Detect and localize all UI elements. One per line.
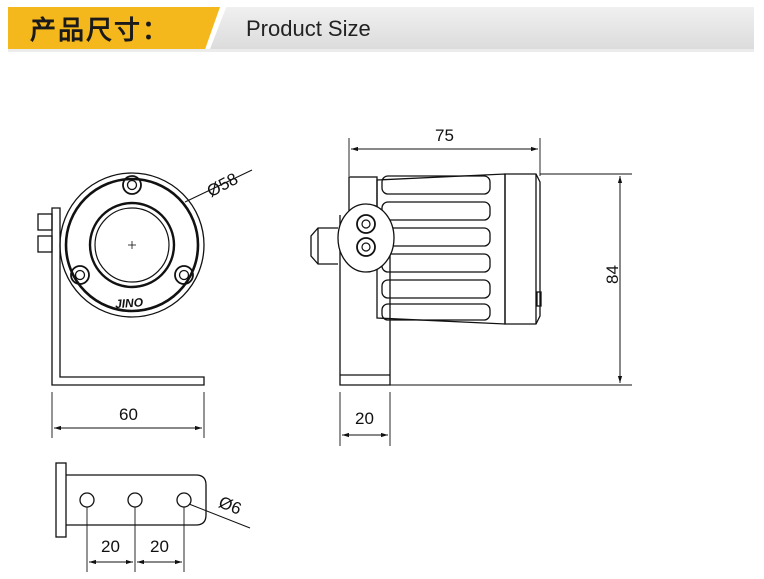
hole-1 bbox=[79, 492, 95, 508]
front-lens-outer bbox=[88, 201, 176, 289]
hole-3 bbox=[176, 492, 192, 508]
front-mid-ring bbox=[64, 177, 200, 313]
side-housing bbox=[376, 173, 506, 325]
spacing-20-label-1: 20 bbox=[101, 537, 120, 556]
screw-left bbox=[70, 265, 90, 285]
front-lens-inner bbox=[94, 207, 170, 283]
side-cable-gland bbox=[310, 227, 338, 265]
screw-top bbox=[122, 175, 142, 195]
header-shadow bbox=[8, 49, 754, 52]
front-tab-top bbox=[37, 213, 53, 231]
header-title-en: Product Size bbox=[246, 16, 371, 41]
front-outer-ring bbox=[59, 172, 205, 318]
bracket-20-label: 20 bbox=[355, 409, 374, 428]
front-tab-bottom bbox=[37, 235, 53, 253]
header-title-cn: 产品尺寸： bbox=[30, 16, 171, 46]
bottom-flange bbox=[55, 462, 67, 538]
width-60-label: 60 bbox=[119, 405, 138, 424]
hole-leader bbox=[188, 503, 251, 529]
diameter-leader bbox=[184, 169, 253, 203]
front-bracket bbox=[51, 207, 205, 386]
header-bar bbox=[210, 7, 754, 49]
front-logo: JINO bbox=[115, 295, 145, 311]
section-header: 产品尺寸： Product Size bbox=[8, 7, 754, 49]
front-view bbox=[37, 169, 253, 438]
spacing-20-label-2: 20 bbox=[150, 537, 169, 556]
header-accent bbox=[8, 7, 220, 49]
diameter-58-label: Ø58 bbox=[204, 169, 241, 201]
length-75-label: 75 bbox=[435, 126, 454, 145]
hole-6-label: Ø6 bbox=[216, 493, 244, 519]
bottom-plate bbox=[66, 474, 207, 526]
hole-2 bbox=[127, 492, 143, 508]
bottom-view bbox=[55, 462, 251, 572]
height-84-label: 84 bbox=[603, 265, 622, 284]
side-front-cap bbox=[504, 173, 541, 325]
side-view bbox=[310, 138, 632, 446]
screw-right bbox=[174, 265, 194, 285]
side-bracket bbox=[339, 215, 391, 386]
